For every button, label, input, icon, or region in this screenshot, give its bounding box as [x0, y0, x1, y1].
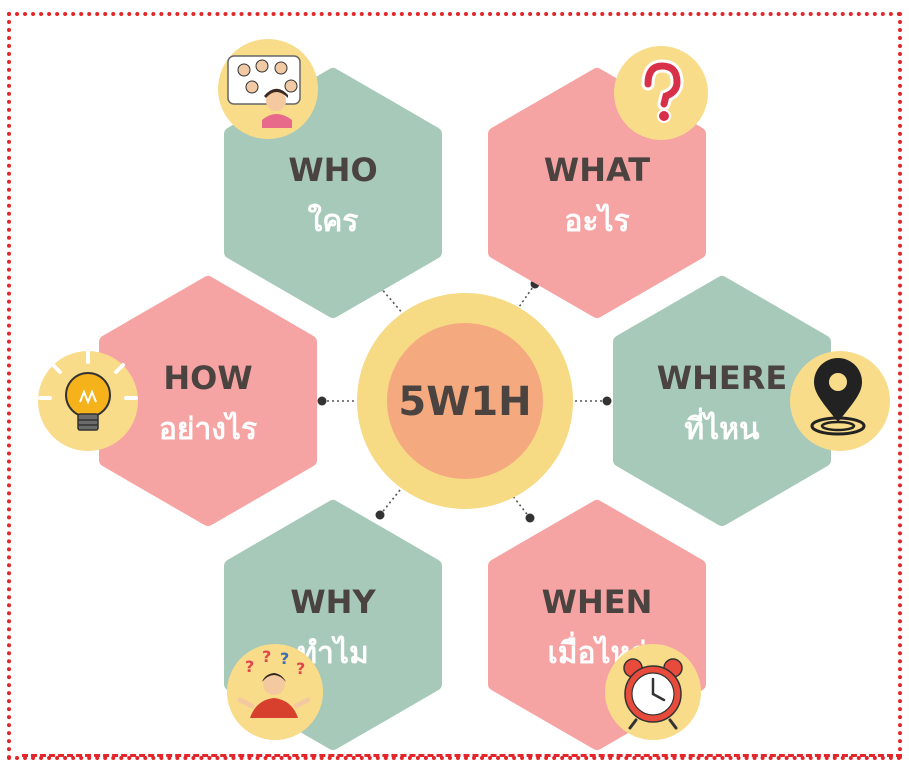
svg-text:?: ? — [262, 647, 271, 666]
hexagon-subtitle-how: อย่างไร — [159, 411, 257, 447]
lightbulb-icon — [38, 350, 138, 431]
svg-text:?: ? — [245, 657, 254, 676]
map-pin-icon — [810, 358, 866, 436]
hexagon-subtitle-what: อะไร — [564, 203, 629, 239]
badge-where — [790, 351, 890, 451]
hexagon-subtitle-who: ใคร — [308, 203, 359, 239]
connector-dot-when — [525, 513, 535, 523]
badge-who — [218, 39, 318, 139]
hexagon-title-how: HOW — [163, 359, 252, 397]
hexagon-shape-where — [613, 276, 831, 526]
hexagon-subtitle-where: ที่ไหน — [684, 407, 760, 447]
badge-what — [614, 46, 708, 140]
badge-how — [38, 350, 138, 451]
crowd-icon — [227, 55, 301, 128]
hexagon-title-why: WHY — [290, 583, 376, 621]
connector-dot-how — [317, 396, 327, 406]
confused-person-icon: ? ? ? ? — [237, 647, 311, 718]
alarm-clock-icon — [623, 658, 683, 730]
hexagon-how: HOW อย่างไร — [99, 276, 317, 526]
dashed-bottom-border — [22, 754, 902, 757]
question-mark-icon — [641, 59, 684, 123]
badge-when — [605, 644, 701, 740]
center-node: 5W1H — [357, 293, 573, 509]
hexagon-shape-how — [99, 276, 317, 526]
hexagon-where: WHERE ที่ไหน — [613, 276, 831, 526]
center-inner-circle — [387, 323, 543, 479]
svg-text:?: ? — [280, 649, 289, 668]
center-label: 5W1H — [398, 379, 531, 425]
connector-when — [504, 485, 531, 519]
connector-dot-why — [375, 510, 385, 520]
hexagon-title-what: WHAT — [544, 151, 650, 189]
badge-why: ? ? ? ? — [227, 644, 323, 740]
svg-text:?: ? — [296, 659, 305, 678]
hexagon-title-when: WHEN — [542, 583, 653, 621]
connector-dot-where — [602, 396, 612, 406]
hexagon-title-where: WHERE — [657, 359, 787, 397]
hexagon-title-who: WHO — [288, 151, 377, 189]
dotted-frame — [7, 12, 902, 760]
